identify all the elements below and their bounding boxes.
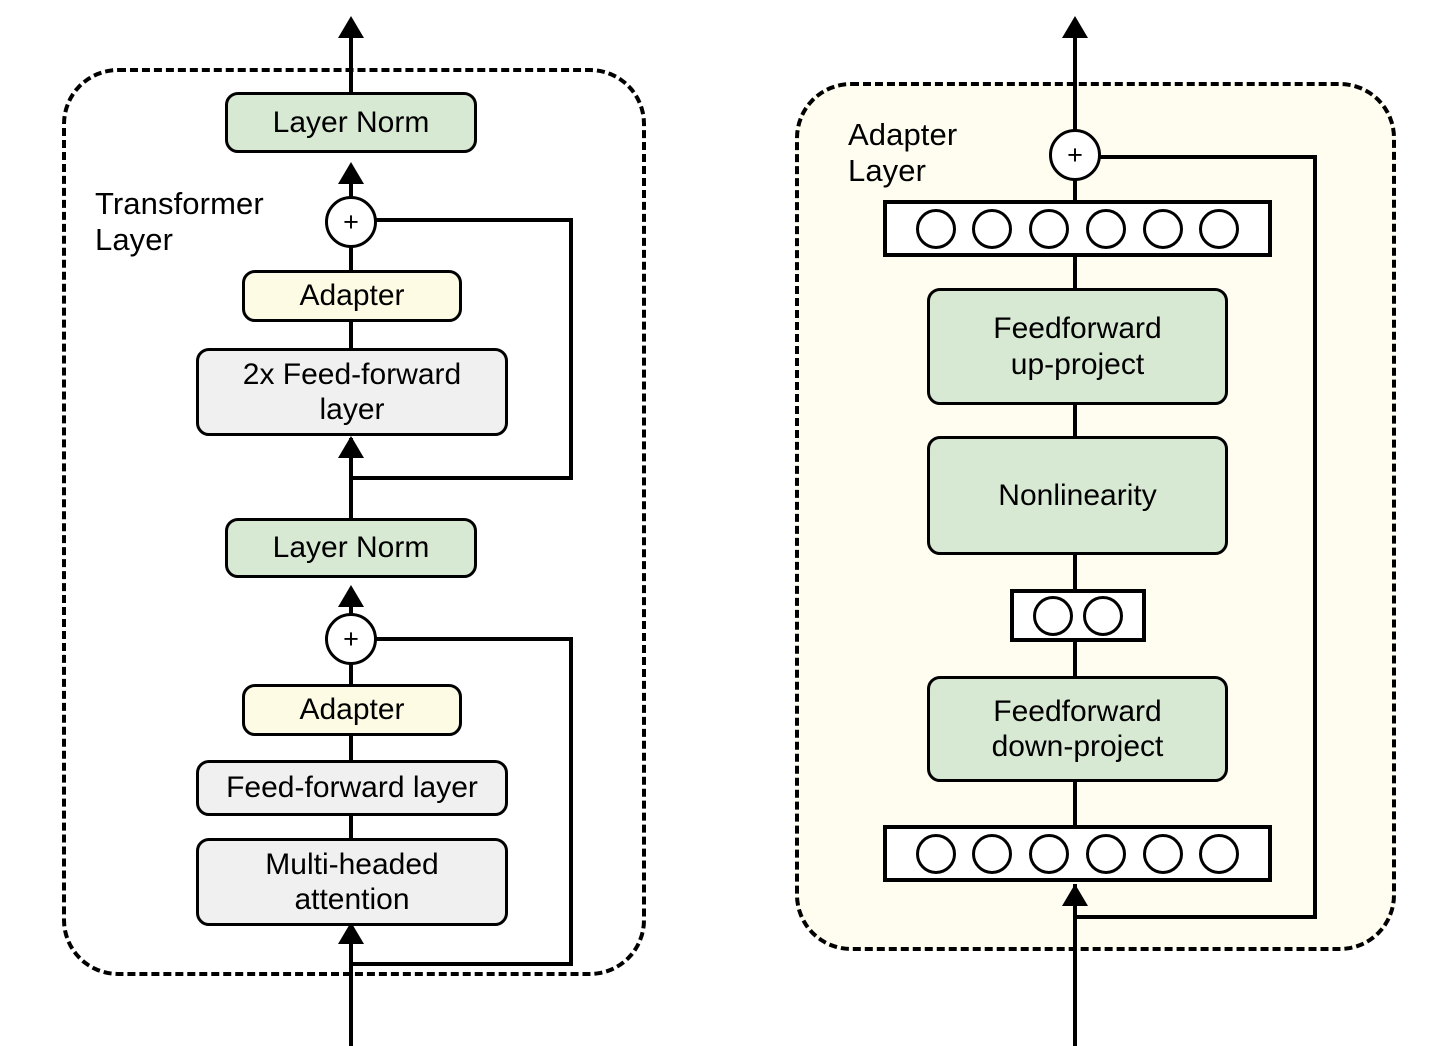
link-upproject-to-output-row bbox=[1073, 250, 1077, 294]
neuron bbox=[1142, 208, 1183, 249]
right-output-arrowhead bbox=[1062, 16, 1088, 38]
left-output-arrowhead bbox=[338, 16, 364, 38]
neuron bbox=[1029, 833, 1070, 874]
neuron bbox=[915, 208, 956, 249]
neuron bbox=[1085, 208, 1126, 249]
arrowhead-layernorm-mid bbox=[338, 585, 364, 607]
residual-bottom-upper-segment bbox=[375, 637, 573, 641]
neuron-row-bottleneck bbox=[1010, 589, 1146, 642]
node-layer-norm-top: Layer Norm bbox=[225, 92, 477, 153]
adapter-add-operator: + bbox=[1049, 129, 1101, 181]
node-adapter-bottom: Adapter bbox=[242, 684, 462, 736]
right-input-trunk bbox=[1073, 917, 1077, 1046]
neuron bbox=[915, 833, 956, 874]
link-attn-ff bbox=[349, 812, 353, 842]
link-bottleneck-to-nonlinearity bbox=[1073, 550, 1077, 594]
link-downproject-to-bottleneck bbox=[1073, 638, 1077, 682]
residual-top-lower-segment bbox=[349, 476, 573, 480]
neuron bbox=[1142, 833, 1183, 874]
link-ff-adapter-bottom bbox=[349, 730, 353, 764]
link-plus-top-layernorm bbox=[349, 172, 353, 200]
neuron bbox=[1199, 833, 1240, 874]
add-operator-top: + bbox=[325, 196, 377, 248]
link-ff2x-adapter-top bbox=[349, 318, 353, 352]
link-nonlinearity-to-upproject bbox=[1073, 400, 1077, 442]
neuron bbox=[1085, 833, 1126, 874]
add-operator-bottom: + bbox=[325, 613, 377, 665]
residual-top-riser bbox=[569, 218, 573, 480]
left-input-arrowhead bbox=[338, 922, 364, 944]
adapter-residual-riser bbox=[1313, 155, 1317, 919]
adapter-layer-label: Adapter Layer bbox=[848, 117, 958, 188]
neuron-row-input bbox=[883, 825, 1272, 882]
residual-bottom-lower-segment bbox=[349, 962, 573, 966]
link-adapter-top-plus bbox=[349, 246, 353, 274]
adapter-residual-upper-segment bbox=[1100, 155, 1317, 159]
node-adapter-top: Adapter bbox=[242, 270, 462, 322]
arrowhead-2x-feed-forward bbox=[338, 436, 364, 458]
node-nonlinearity: Nonlinearity bbox=[927, 436, 1228, 555]
right-output-trunk bbox=[1073, 36, 1077, 134]
neuron-row-output bbox=[883, 200, 1272, 257]
neuron bbox=[1029, 208, 1070, 249]
neuron bbox=[1032, 595, 1073, 636]
node-multi-headed-attention: Multi-headed attention bbox=[196, 838, 508, 926]
neuron bbox=[1199, 208, 1240, 249]
right-input-arrowhead bbox=[1062, 884, 1088, 906]
left-output-trunk bbox=[349, 36, 353, 94]
neuron bbox=[972, 208, 1013, 249]
neuron bbox=[972, 833, 1013, 874]
residual-bottom-riser bbox=[569, 637, 573, 966]
node-feedforward-up-project: Feedforward up-project bbox=[927, 288, 1228, 405]
node-layer-norm-mid: Layer Norm bbox=[225, 518, 477, 578]
arrowhead-layernorm-top bbox=[338, 162, 364, 184]
transformer-layer-label: Transformer Layer bbox=[95, 186, 264, 257]
node-feed-forward-layer: Feed-forward layer bbox=[196, 760, 508, 816]
left-input-trunk bbox=[349, 968, 353, 1046]
link-adapter-bottom-plus bbox=[349, 660, 353, 688]
left-trunk-to-attention bbox=[349, 930, 353, 976]
neuron bbox=[1083, 595, 1124, 636]
residual-top-upper-segment bbox=[375, 218, 573, 222]
node-feedforward-down-project: Feedforward down-project bbox=[927, 676, 1228, 782]
adapter-residual-lower-segment bbox=[1073, 915, 1317, 919]
node-2x-feed-forward-layer: 2x Feed-forward layer bbox=[196, 348, 508, 436]
link-input-row-to-downproject bbox=[1073, 778, 1077, 830]
link-output-row-to-plus bbox=[1073, 176, 1077, 204]
